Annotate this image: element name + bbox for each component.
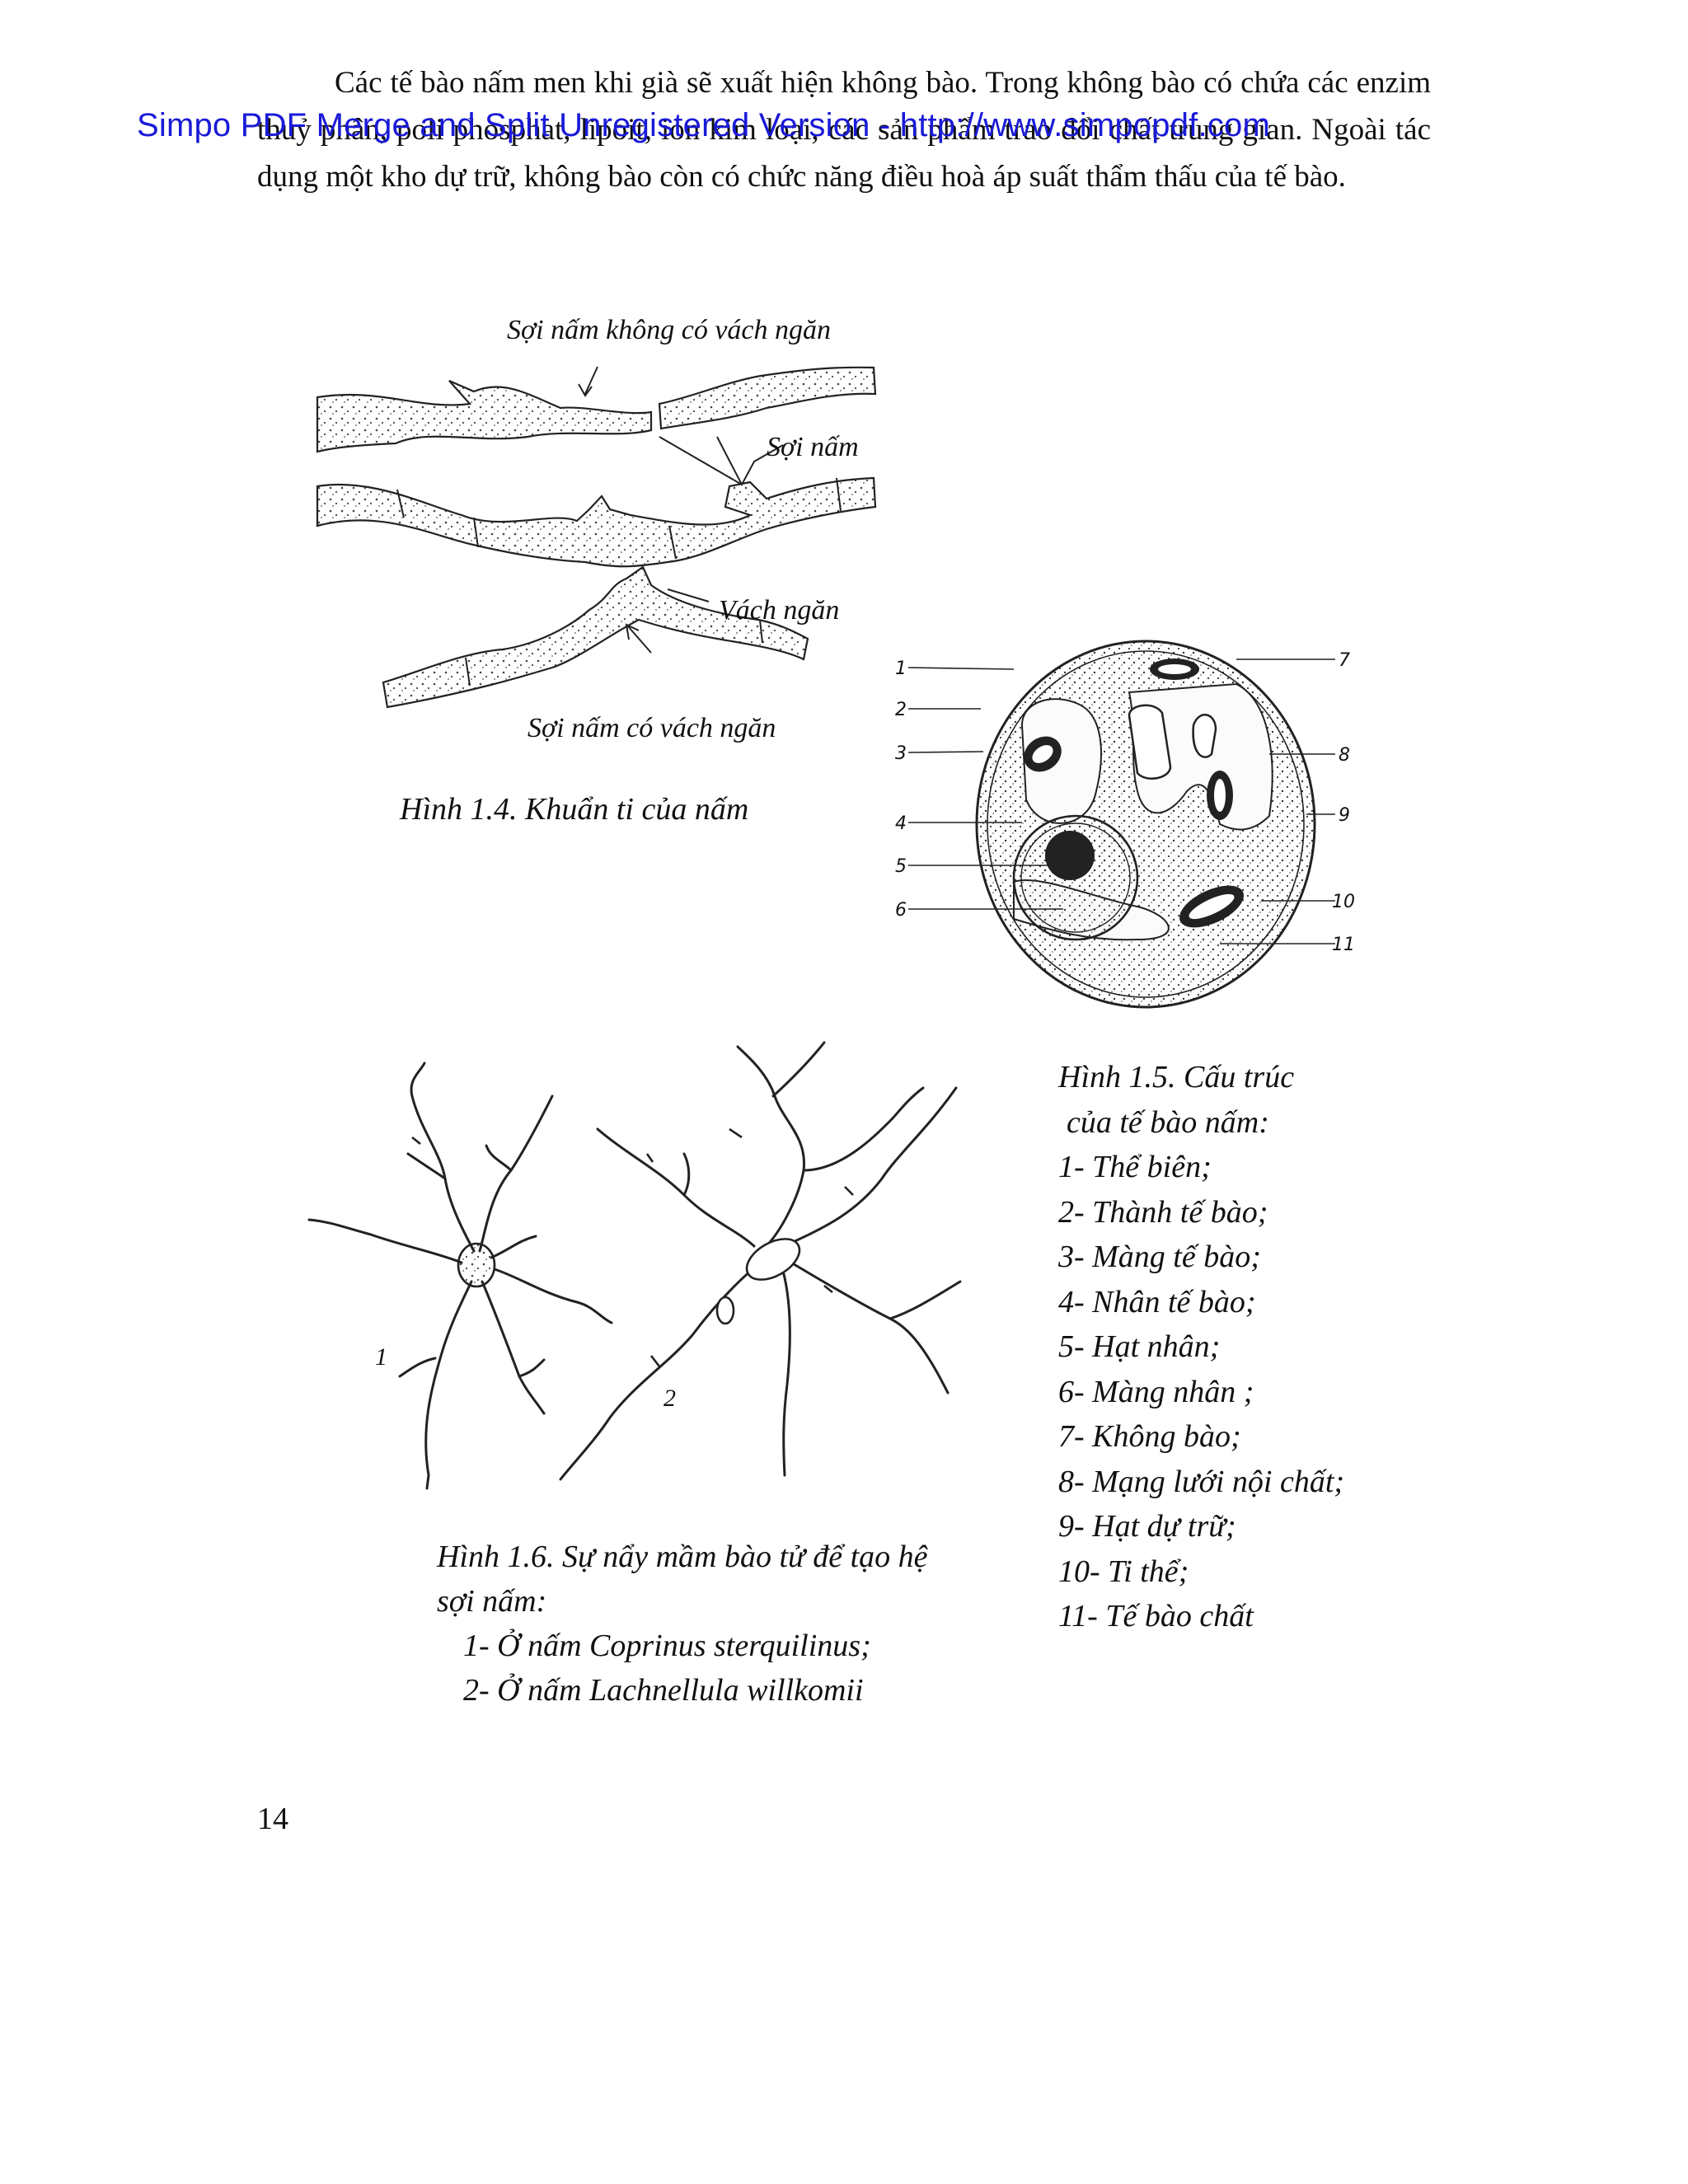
cell-number-11: 11 bbox=[1332, 935, 1355, 955]
figure-1-4-caption: Hình 1.4. Khuẩn ti của nấm bbox=[400, 791, 748, 827]
figure-1-5-caption-line1: Hình 1.5. Cấu trúc bbox=[1058, 1055, 1344, 1100]
figure-1-5-caption-line2: của tế bào nấm: bbox=[1058, 1100, 1344, 1146]
cell-number-3: 3 bbox=[895, 743, 907, 764]
cell-number-5: 5 bbox=[895, 856, 907, 877]
legend-item: 6- Màng nhân ; bbox=[1058, 1370, 1344, 1415]
watermark: Simpo PDF Merge and Split Unregistered V… bbox=[137, 107, 1270, 144]
figure-1-5-legend: Hình 1.5. Cấu trúc của tế bào nấm: 1- Th… bbox=[1058, 1055, 1344, 1639]
figure-1-6-caption-line1: Hình 1.6. Sự nẩy mầm bào tử để tạo hệ bbox=[437, 1535, 928, 1579]
cell-number-8: 8 bbox=[1339, 745, 1350, 766]
label-hypha: Sợi nấm bbox=[767, 432, 859, 463]
paragraph-line-4: thấu của tế bào. bbox=[1155, 160, 1346, 194]
legend-item: 1- Thể biên; bbox=[1058, 1145, 1344, 1190]
legend-item: 7- Không bào; bbox=[1058, 1414, 1344, 1460]
fungal-cell-illustration: 1 2 3 4 5 6 7 8 9 10 11 bbox=[890, 626, 1368, 1022]
hyphae-illustration bbox=[305, 346, 898, 725]
cell-number-4: 4 bbox=[895, 813, 907, 834]
page-number: 14 bbox=[257, 1801, 288, 1837]
legend-item: 10- Ti thể; bbox=[1058, 1549, 1344, 1595]
label-hypha-no-septum: Sợi nấm không có vách ngăn bbox=[507, 315, 831, 346]
legend-item: 11- Tế bào chất bbox=[1058, 1594, 1344, 1639]
figure-1-6-item-1: 1- Ở nấm Coprinus sterquilinus; bbox=[437, 1624, 928, 1668]
figure-1-6-label-1: 1 bbox=[375, 1343, 387, 1371]
figure-1-6-caption-line2: sợi nấm: bbox=[437, 1579, 928, 1624]
figure-1-6-caption: Hình 1.6. Sự nẩy mầm bào tử để tạo hệ sợ… bbox=[437, 1535, 928, 1713]
legend-item: 9- Hạt dự trữ; bbox=[1058, 1504, 1344, 1549]
cell-number-9: 9 bbox=[1339, 805, 1350, 826]
cell-number-1: 1 bbox=[895, 658, 907, 679]
label-hypha-with-septum: Sợi nấm có vách ngăn bbox=[528, 713, 776, 744]
cell-number-2: 2 bbox=[895, 700, 907, 720]
spore-germination-illustration bbox=[297, 1030, 973, 1508]
cell-number-7: 7 bbox=[1339, 650, 1350, 671]
legend-item: 4- Nhân tế bào; bbox=[1058, 1280, 1344, 1325]
paragraph-line-1: Các tế bào nấm men khi già sẽ xuất hiện … bbox=[335, 66, 1348, 100]
cell-number-6: 6 bbox=[895, 900, 907, 921]
label-septum: Vách ngăn bbox=[719, 595, 839, 626]
legend-item: 8- Mạng lưới nội chất; bbox=[1058, 1460, 1344, 1505]
legend-item: 5- Hạt nhân; bbox=[1058, 1324, 1344, 1370]
cell-number-10: 10 bbox=[1332, 892, 1355, 912]
figure-1-6-item-2: 2- Ở nấm Lachnellula willkomii bbox=[437, 1668, 928, 1713]
legend-item: 3- Màng tế bào; bbox=[1058, 1235, 1344, 1280]
figure-1-6-label-2: 2 bbox=[663, 1385, 676, 1413]
legend-item: 2- Thành tế bào; bbox=[1058, 1190, 1344, 1235]
